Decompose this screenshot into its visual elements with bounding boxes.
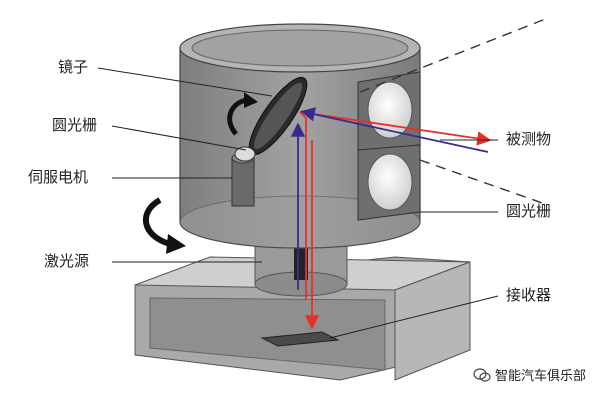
mirror — [234, 76, 308, 162]
label-servo-motor: 伺服电机 — [28, 168, 89, 186]
return-beam — [290, 107, 489, 290]
mirror-rotation-arrow-icon — [227, 97, 247, 136]
receiver-plate — [260, 331, 340, 347]
label-mirror: 镜子 — [58, 58, 89, 76]
leader-lines — [97, 67, 499, 339]
label-target: 被测物 — [506, 130, 552, 148]
label-laser-source: 激光源 — [44, 252, 90, 270]
label-grating-left: 圆光栅 — [52, 116, 98, 134]
scan-boundary-lower — [419, 159, 549, 206]
watermark: 智能汽车俱乐部 — [473, 365, 586, 384]
label-receiver: 接收器 — [506, 286, 552, 304]
label-grating-right: 圆光栅 — [506, 202, 552, 220]
housing-rotation-arrow-icon — [142, 197, 171, 247]
emit-beam — [299, 111, 492, 330]
wechat-icon — [473, 367, 491, 382]
grating-windows — [357, 71, 421, 221]
watermark-text: 智能汽车俱乐部 — [494, 369, 586, 384]
